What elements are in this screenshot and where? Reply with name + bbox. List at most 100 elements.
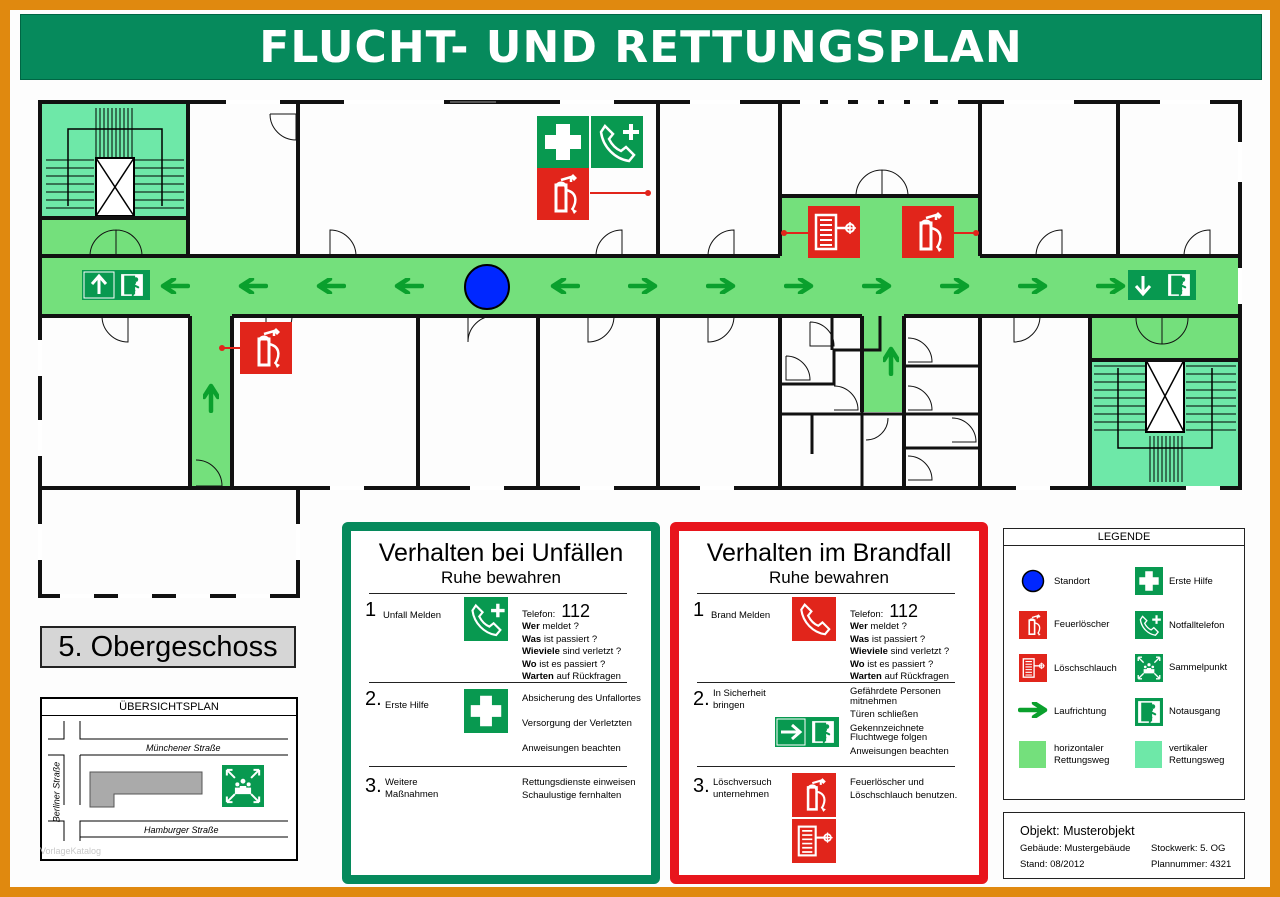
object-date: Stand: 08/2012 xyxy=(1020,859,1085,870)
first-aid-item: Anweisungen beachten xyxy=(522,743,621,754)
exit-sign-right xyxy=(1128,270,1196,300)
vertical-route-swatch xyxy=(1135,741,1162,768)
first-aid-icon xyxy=(464,689,508,733)
question-item: Was ist passiert ? xyxy=(522,633,598,645)
step-number: 3. xyxy=(693,775,710,797)
title-text: FLUCHT- UND RETTUNGSPLAN xyxy=(259,21,1023,73)
safety-item: Gefährdete Personen mitnehmen xyxy=(850,686,941,707)
street-top-label: Münchener Straße xyxy=(146,743,221,753)
step-label: Brand Melden xyxy=(711,610,771,621)
fire-panel: Verhalten im Brandfall Ruhe bewahren 1 B… xyxy=(670,522,988,884)
object-info: Objekt: Musterobjekt Gebäude: Mustergebä… xyxy=(1003,812,1245,879)
step-number: 2. xyxy=(693,688,710,710)
plan-emergency-phone-sign xyxy=(591,116,643,168)
divider xyxy=(697,682,955,683)
extinguish-list: Feuerlöscher und Löschschlauch benutzen. xyxy=(850,777,957,802)
further-item: Schaulustige fernhalten xyxy=(522,789,622,801)
phone-line: Telefon:112 xyxy=(522,601,590,622)
watermark: VorlageKatalog xyxy=(40,846,102,856)
legend-label: Feuerlöscher xyxy=(1054,619,1110,630)
step-label: In Sicherheit bringen xyxy=(713,688,766,711)
divider xyxy=(369,593,627,594)
first-aid-list: Absicherung des Unfallortes Versorgung d… xyxy=(522,693,641,756)
fire-hose-icon xyxy=(1019,654,1047,682)
legend-label: Notausgang xyxy=(1169,706,1221,717)
step-number: 1 xyxy=(365,599,377,621)
question-item: Wo ist es passiert ? xyxy=(850,658,934,670)
accident-subtitle: Ruhe bewahren xyxy=(440,568,562,587)
extinguish-item: Feuerlöscher und xyxy=(850,777,924,788)
exit-direction-icon xyxy=(775,717,839,747)
exit-sign-left xyxy=(82,270,150,300)
question-item: Wo ist es passiert ? xyxy=(522,658,606,670)
phone-line: Telefon: 112 xyxy=(850,601,918,622)
plan-extinguisher-sign xyxy=(902,206,954,258)
street-bottom-label: Hamburger Straße xyxy=(144,825,219,835)
overview-map xyxy=(48,721,288,841)
legend-label: Laufrichtung xyxy=(1054,706,1107,717)
location-marker xyxy=(464,264,510,310)
fire-subtitle: Ruhe bewahren xyxy=(768,568,890,587)
legend-label: vertikaler Rettungsweg xyxy=(1169,743,1225,766)
divider xyxy=(697,766,955,767)
emergency-phone-icon xyxy=(1135,611,1163,639)
fire-hose-icon xyxy=(792,819,836,863)
question-item: Was ist passiert ? xyxy=(850,633,926,645)
step-label: Weitere Maßnahmen xyxy=(385,777,439,800)
step-label: Erste Hilfe xyxy=(385,700,429,711)
street-left-label: Berliner Straße xyxy=(51,761,62,823)
legend-label: Standort xyxy=(1054,576,1090,587)
horizontal-route-swatch xyxy=(1019,741,1046,768)
assembly-point-icon xyxy=(1135,654,1163,682)
phone-label: Telefon: xyxy=(522,609,556,620)
legend-label: Sammelpunkt xyxy=(1169,662,1228,673)
further-item: Rettungsdienste einweisen xyxy=(522,777,636,788)
legend-label: Löschschlauch xyxy=(1054,663,1117,674)
floor-label: 5. Obergeschoss xyxy=(40,626,296,668)
phone-label: Telefon: xyxy=(850,609,884,620)
emergency-phone-icon xyxy=(464,597,508,641)
question-item: Warten auf Rückfragen xyxy=(850,671,949,682)
object-plan-number: Plannummer: 4321 xyxy=(1151,859,1232,870)
step-number: 3. xyxy=(365,775,382,797)
first-aid-item: Versorgung der Verletzten xyxy=(522,718,632,729)
object-title: Objekt: Musterobjekt xyxy=(1020,824,1135,838)
safety-item: Türen schließen xyxy=(850,709,919,720)
further-list: Rettungsdienste einweisen Schaulustige f… xyxy=(522,777,636,802)
divider xyxy=(369,766,627,767)
object-building: Gebäude: Mustergebäude xyxy=(1020,843,1131,854)
legend: LEGENDE Standort Erste Hilfe Feuerlösche… xyxy=(1003,528,1245,800)
first-aid-item: Absicherung des Unfallortes xyxy=(522,693,641,704)
fire-title: Verhalten im Brandfall xyxy=(706,539,952,567)
safety-list: Gefährdete Personen mitnehmen Türen schl… xyxy=(850,687,960,756)
overview-plan: ÜBERSICHTSPLAN Münchener Straße Hamburge… xyxy=(40,697,298,861)
plan-extinguisher-sign xyxy=(240,322,292,374)
fire-phone-icon xyxy=(792,597,836,641)
step-number: 1 xyxy=(693,599,705,621)
step-label: Unfall Melden xyxy=(383,610,442,621)
legend-label: Notfalltelefon xyxy=(1169,620,1225,631)
fire-extinguisher-icon xyxy=(792,773,836,817)
phone-number: 112 xyxy=(889,601,918,621)
question-item: Wer meldet ? xyxy=(850,621,907,632)
accident-title: Verhalten bei Unfällen xyxy=(378,539,624,567)
question-item: Wer meldet ? xyxy=(522,621,579,632)
legend-title: LEGENDE xyxy=(1004,529,1244,546)
step-label: Löschversuch unternehmen xyxy=(713,777,772,800)
question-item: Warten auf Rückfragen xyxy=(522,671,621,682)
emergency-exit-icon xyxy=(1135,698,1163,726)
plan-first-aid-sign xyxy=(537,116,589,168)
divider xyxy=(369,682,627,683)
divider xyxy=(697,593,955,594)
standort-icon xyxy=(1021,569,1045,593)
object-floor: Stockwerk: 5. OG xyxy=(1151,843,1226,854)
legend-label: Erste Hilfe xyxy=(1169,576,1213,587)
question-item: Wieviele sind verletzt ? xyxy=(850,646,950,657)
arrow-icon xyxy=(1018,702,1048,718)
first-aid-icon xyxy=(1135,567,1163,595)
legend-label: horizontaler Rettungsweg xyxy=(1054,743,1110,766)
step-number: 2. xyxy=(365,688,382,710)
plan-extinguisher-sign xyxy=(537,168,589,220)
plan-hose-sign xyxy=(808,206,860,258)
